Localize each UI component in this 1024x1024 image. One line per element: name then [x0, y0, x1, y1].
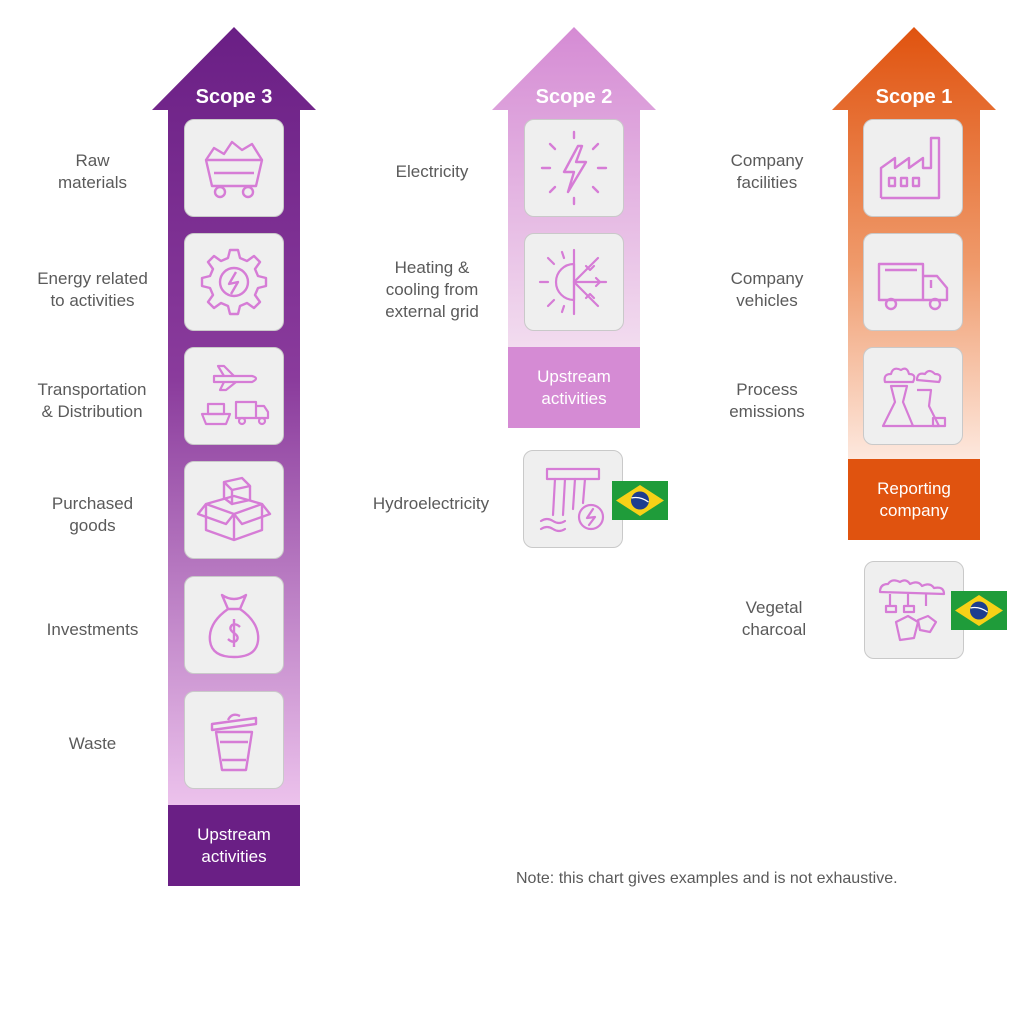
- purchased-goods-card: [184, 461, 284, 559]
- purchased-goods-label: Purchased goods: [51, 494, 134, 535]
- vegetal-charcoal-label: Vegetal charcoal: [741, 598, 807, 639]
- scope2-title: Scope 2: [535, 86, 613, 108]
- energy-related-label: Energy related to activities: [37, 269, 148, 310]
- charcoal-kiln-icon: [878, 579, 946, 642]
- process-emissions-card: [863, 347, 963, 445]
- company-facilities-card: [863, 119, 963, 217]
- transport-card: [184, 347, 284, 445]
- brazil-flag-icon: [612, 481, 668, 520]
- trash-bin-icon: [210, 713, 258, 772]
- raw-materials-label: Raw materials: [58, 151, 127, 192]
- waste-label: Waste: [68, 734, 117, 753]
- vegetal-charcoal-card: [864, 561, 964, 659]
- investments-card: [184, 576, 284, 674]
- scope3-base: Upstream activities: [197, 824, 271, 866]
- hydroelectricity-label: Hydroelectricity: [372, 494, 490, 513]
- company-vehicles-label: Company vehicles: [730, 269, 804, 310]
- electricity-card: [524, 119, 624, 217]
- hydroelectric-dam-icon: [539, 467, 605, 533]
- electricity-label: Electricity: [395, 162, 469, 181]
- money-bag-icon: [208, 593, 260, 659]
- investments-label: Investments: [46, 620, 139, 639]
- electricity-icon: [540, 130, 608, 206]
- truck-icon: [877, 262, 949, 311]
- footnote: Note: this chart gives examples and is n…: [516, 870, 898, 887]
- transport-icon: [200, 364, 270, 426]
- energy-gear-icon: [200, 248, 268, 316]
- brazil-flag-icon: [951, 591, 1007, 630]
- hydroelectricity-card: [523, 450, 623, 548]
- waste-card: [184, 691, 284, 789]
- process-emissions-icon: [881, 367, 947, 428]
- mine-cart-icon: [204, 140, 264, 199]
- raw-materials-card: [184, 119, 284, 217]
- company-facilities-label: Company facilities: [730, 151, 804, 192]
- scope2-base: Upstream activities: [537, 366, 611, 408]
- energy-card: [184, 233, 284, 331]
- heating-cooling-label: Heating & cooling from external grid: [385, 258, 479, 321]
- company-vehicles-card: [863, 233, 963, 331]
- process-emissions-label: Process emissions: [729, 380, 805, 421]
- heating-cooling-icon: [538, 248, 608, 316]
- heating-cooling-card: [524, 233, 624, 331]
- boxes-icon: [196, 476, 272, 542]
- scope1-title: Scope 1: [875, 86, 953, 108]
- transportation-label: Transportation & Distribution: [37, 380, 147, 421]
- factory-icon: [879, 136, 941, 200]
- scope1-base: Reporting company: [877, 478, 951, 520]
- scope3-title: Scope 3: [195, 86, 273, 108]
